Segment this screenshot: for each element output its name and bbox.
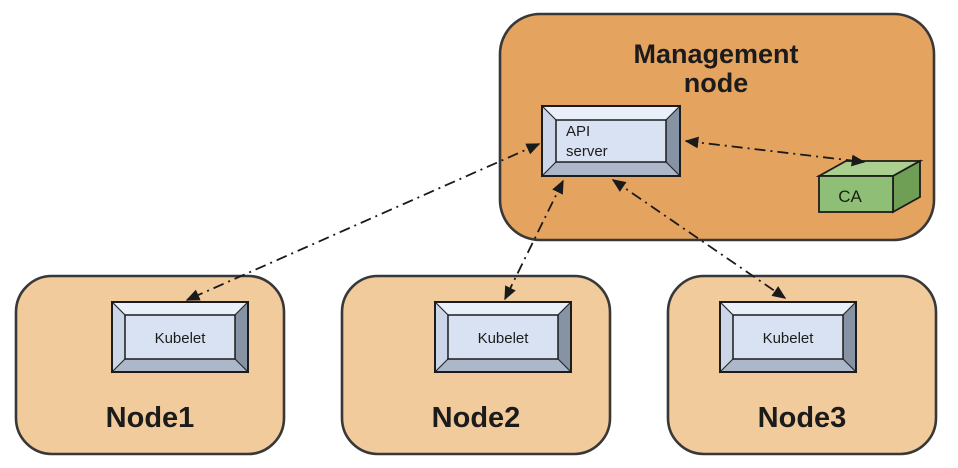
node3-kubelet-bevel-bottom — [718, 358, 858, 373]
arrow-apiserver-ca — [684, 136, 866, 167]
node1-kubelet-face — [124, 314, 236, 360]
node3-label: Node3 — [758, 402, 847, 434]
arrow-apiserver-kubelet2 — [504, 179, 564, 301]
node2-kubelet-bevel-bottom — [433, 358, 573, 373]
node2-label: Node2 — [432, 402, 521, 434]
node3-kubelet-label: Kubelet — [763, 330, 815, 347]
api-server-outer-frame — [541, 105, 681, 177]
node2-kubelet-label: Kubelet — [478, 330, 530, 347]
ca-box: CA — [815, 159, 924, 214]
node3-kubelet-face — [732, 314, 844, 360]
api-server-bevel-top — [540, 105, 682, 121]
node1-kubelet-label: Kubelet — [155, 330, 207, 347]
worker-node-1: Kubelet Node1 — [14, 274, 286, 456]
node3-kubelet-box: Kubelet — [718, 300, 858, 374]
node3-kubelet-outer-frame — [719, 301, 857, 373]
ca-front-face — [818, 175, 894, 213]
management-node-label-line2: node — [684, 68, 749, 98]
api-server-face — [555, 119, 667, 163]
api-server-label-line1: API — [566, 123, 590, 140]
node1-label: Node1 — [106, 402, 195, 434]
arrow-apiserver-kubelet1 — [185, 143, 541, 301]
node2-kubelet-box: Kubelet — [433, 300, 573, 374]
management-node-label-line1: Management — [633, 39, 798, 69]
node2-kubelet-bevel-top — [433, 301, 573, 316]
management-node-zone: Management node API server CA — [498, 12, 936, 242]
node1-kubelet-box: Kubelet — [110, 300, 250, 374]
worker-node-2: Kubelet Node2 — [340, 274, 612, 456]
node3-kubelet-bevel-top — [718, 301, 858, 316]
api-server-bevel-bottom — [540, 161, 682, 177]
node2-kubelet-outer-frame — [434, 301, 572, 373]
ca-label: CA — [838, 187, 862, 206]
node1-kubelet-bevel-bottom — [110, 358, 250, 373]
connections — [185, 136, 866, 301]
api-server-box: API server — [540, 104, 682, 178]
node1-kubelet-bevel-top — [110, 301, 250, 316]
worker-node-3: Kubelet Node3 — [666, 274, 938, 456]
node2-kubelet-face — [447, 314, 559, 360]
api-server-label-line2: server — [566, 143, 608, 160]
node1-kubelet-outer-frame — [111, 301, 249, 373]
